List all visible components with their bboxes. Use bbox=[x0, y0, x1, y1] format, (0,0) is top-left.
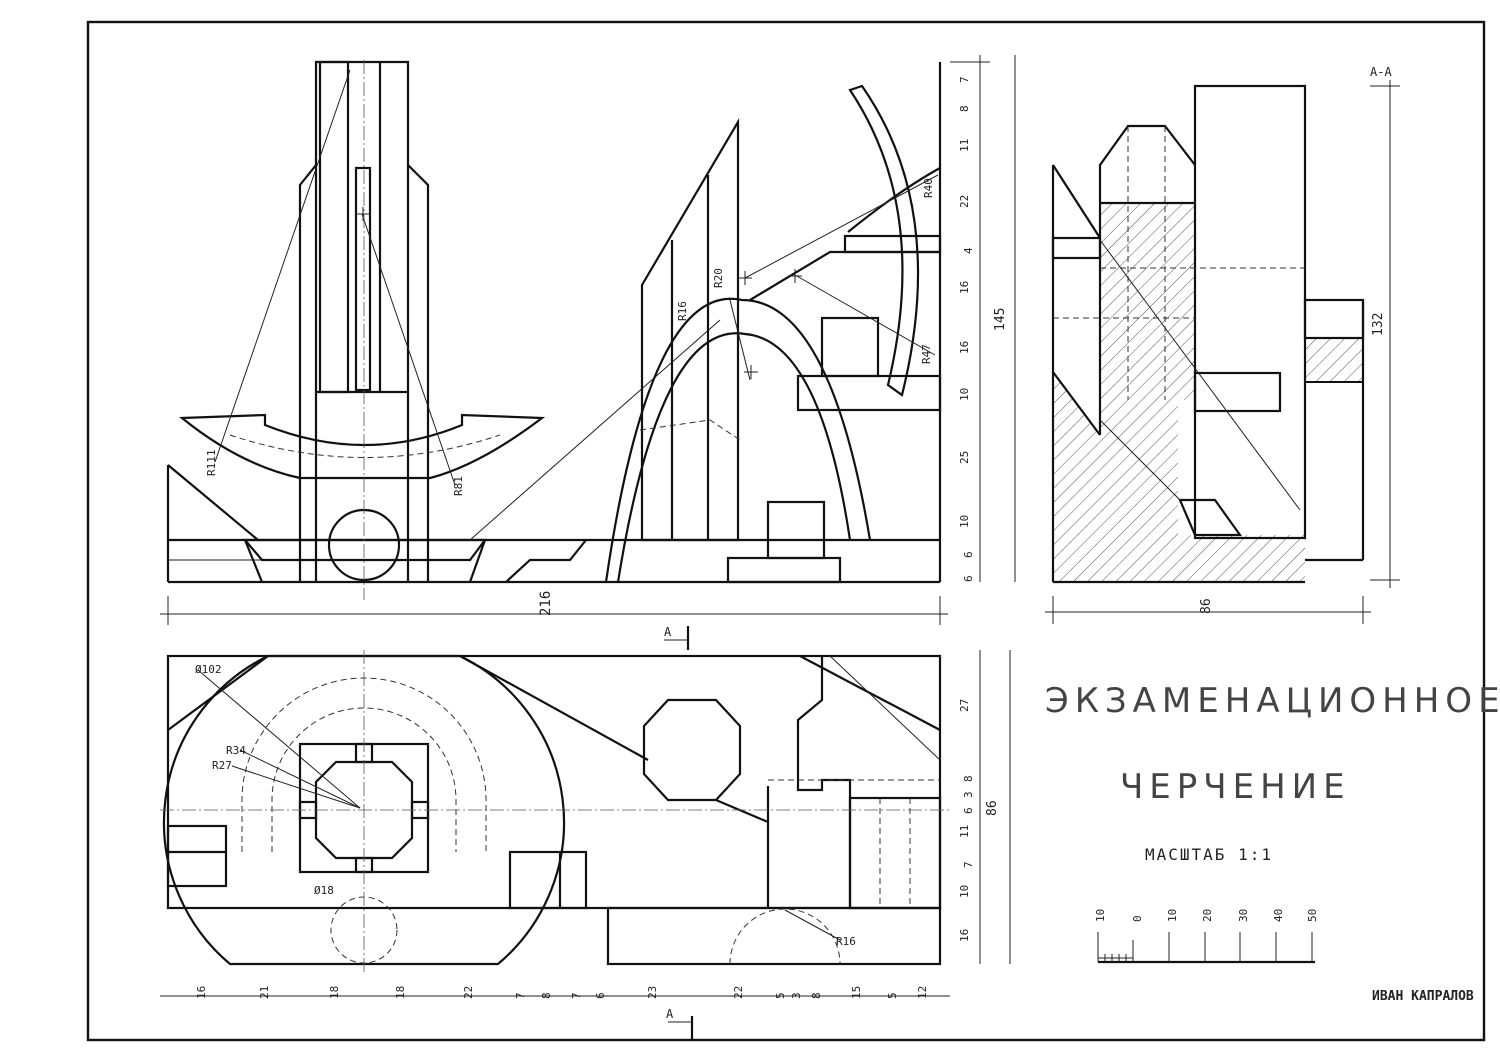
dim-top-v-3: 3 bbox=[962, 791, 975, 798]
dim-front-v-3: 11 bbox=[958, 139, 971, 152]
scale-text: МАСШТАБ 1:1 bbox=[1145, 845, 1273, 864]
dim-front-v-1: 7 bbox=[958, 76, 971, 83]
scale-bar-label-3: 10 bbox=[1166, 909, 1179, 922]
radius-label-3: R16 bbox=[676, 301, 689, 321]
dim-front-v-4: 22 bbox=[958, 195, 971, 208]
section-label: А-А bbox=[1370, 65, 1392, 79]
dim-top-h-8: 7 bbox=[570, 992, 583, 999]
scale-bar-label-7: 50 bbox=[1306, 909, 1319, 922]
dim-top-h-4: 18 bbox=[394, 986, 407, 999]
top-radius-1: Ø102 bbox=[195, 663, 222, 676]
dim-front-v-8: 10 bbox=[958, 388, 971, 401]
radius-label-1: R111 bbox=[205, 450, 218, 477]
cut-mark-top: А bbox=[664, 625, 672, 639]
dim-top-h-2: 21 bbox=[258, 986, 271, 999]
scale-bar-label-1: 10 bbox=[1094, 909, 1107, 922]
dim-top-v-7: 10 bbox=[958, 885, 971, 898]
scale-bar-label-2: 0 bbox=[1131, 915, 1144, 922]
radius-label-2: R81 bbox=[452, 476, 465, 496]
scale-bar bbox=[1097, 932, 1315, 964]
dim-top-h-10: 23 bbox=[646, 986, 659, 999]
dim-front-height: 145 bbox=[993, 308, 1008, 331]
dim-top-h-13: 3 bbox=[790, 992, 803, 999]
dim-side-width: 86 bbox=[1199, 598, 1214, 614]
dim-front-v-11: 6 bbox=[962, 551, 975, 558]
cut-mark-bottom: А bbox=[666, 1007, 674, 1021]
title-line-1: ЭКЗАМЕНАЦИОННОЕ bbox=[1045, 681, 1500, 721]
dim-front-v-9: 25 bbox=[958, 451, 971, 464]
dim-front-v-10: 10 bbox=[958, 515, 971, 528]
top-radius-3: R27 bbox=[212, 759, 232, 772]
dim-top-h-5: 22 bbox=[462, 986, 475, 999]
dim-top-h-3: 18 bbox=[328, 986, 341, 999]
top-radius-4: Ø18 bbox=[314, 884, 334, 897]
radius-label-6: R47 bbox=[920, 344, 933, 364]
top-view: Ø102 R34 R27 Ø18 R16 27 8 3 6 11 7 10 16… bbox=[160, 650, 1011, 999]
cutting-plane-marks: А А bbox=[664, 625, 694, 1040]
dim-top-h-7: 8 bbox=[540, 992, 553, 999]
front-dimensions: 216 R111 R81 R16 R20 R40 R47 7 8 11 22 4… bbox=[160, 55, 1016, 625]
scale-bar-label-4: 20 bbox=[1201, 909, 1214, 922]
dim-top-h-12: 5 bbox=[774, 992, 787, 999]
radius-label-4: R20 bbox=[712, 268, 725, 288]
dim-top-h-1: 16 bbox=[195, 986, 208, 999]
dim-top-h-11: 22 bbox=[732, 986, 745, 999]
radius-label-5: R40 bbox=[922, 178, 935, 198]
dim-side-height: 132 bbox=[1371, 313, 1386, 336]
dim-front-v-2: 8 bbox=[958, 105, 971, 112]
side-section-view: 86 132 А-А bbox=[1045, 65, 1400, 624]
title-block: ЭКЗАМЕНАЦИОННОЕ ЧЕРЧЕНИЕ МАСШТАБ 1:1 10 … bbox=[1045, 681, 1500, 1004]
top-radius-2: R34 bbox=[226, 744, 246, 757]
title-line-2: ЧЕРЧЕНИЕ bbox=[1120, 767, 1351, 807]
dim-top-h-14: 8 bbox=[810, 992, 823, 999]
front-view bbox=[166, 60, 942, 600]
dim-top-h-6: 7 bbox=[514, 992, 527, 999]
dim-top-v-5: 11 bbox=[958, 825, 971, 838]
scale-bar-label-6: 40 bbox=[1272, 909, 1285, 922]
dim-front-v-7: 16 bbox=[958, 341, 971, 354]
dim-front-width: 216 bbox=[538, 591, 554, 616]
dim-top-h-17: 12 bbox=[916, 986, 929, 999]
author-name: ИВАН КАПРАЛОВ bbox=[1372, 989, 1474, 1004]
dim-top-v-6: 7 bbox=[962, 861, 975, 868]
dim-top-v-1: 27 bbox=[958, 699, 971, 712]
dim-front-v-6: 16 bbox=[958, 281, 971, 294]
dim-top-h-15: 15 bbox=[850, 986, 863, 999]
dim-top-h-9: 6 bbox=[594, 992, 607, 999]
dim-top-h-16: 5 bbox=[886, 992, 899, 999]
top-radius-5: R16 bbox=[836, 935, 856, 948]
sheet-border bbox=[86, 20, 1486, 1042]
dim-top-v-8: 16 bbox=[958, 929, 971, 942]
dim-top-height: 86 bbox=[985, 800, 1000, 816]
dim-front-v-12: 6 bbox=[962, 575, 975, 582]
scale-bar-label-5: 30 bbox=[1237, 909, 1250, 922]
dim-top-v-2: 8 bbox=[962, 775, 975, 782]
dim-top-v-4: 6 bbox=[962, 807, 975, 814]
dim-front-v-5: 4 bbox=[962, 247, 975, 254]
